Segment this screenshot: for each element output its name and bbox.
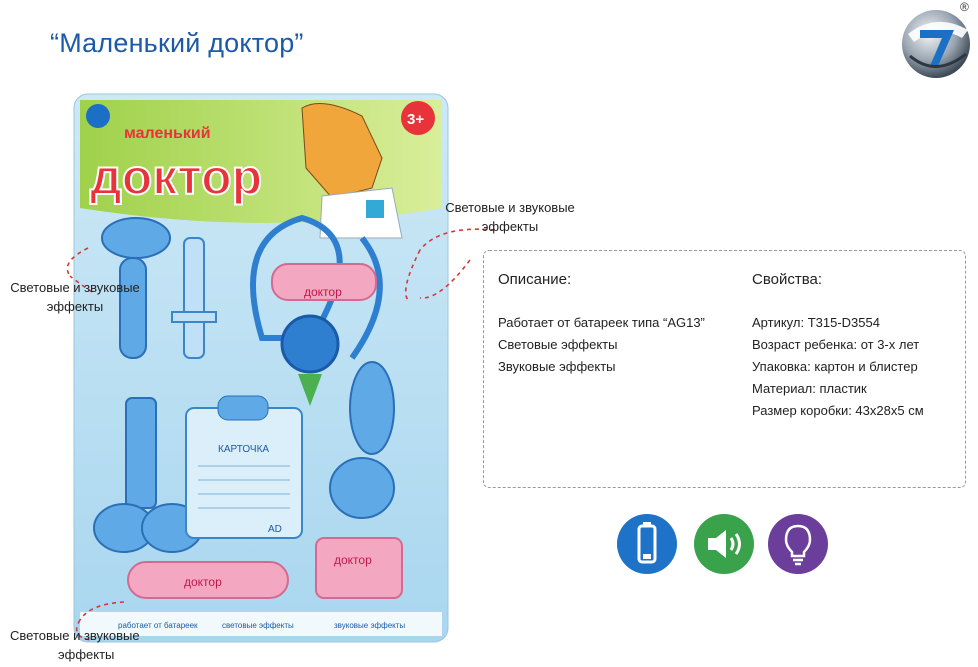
- description-line: Работает от батареек типа “AG13”: [498, 315, 705, 330]
- property-line: Возраст ребенка: от 3-х лет: [752, 337, 920, 352]
- callout-left: Световые и звуковые эффекты: [10, 280, 140, 314]
- property-line: Размер коробки: 43х28х5 см: [752, 403, 924, 418]
- battery-icon: [637, 522, 657, 564]
- logo-small-text: маленький: [124, 125, 211, 142]
- sound-feature: [694, 514, 754, 574]
- lightbulb-icon: [784, 524, 812, 566]
- package-footer-3: звуковые эффекты: [334, 621, 405, 630]
- package-footer-1: работает от батареек: [118, 621, 198, 630]
- callout-bottom-line2: эффекты: [58, 647, 115, 662]
- description-heading: Описание:: [498, 271, 572, 288]
- box-label: доктор: [334, 553, 372, 567]
- age-badge: 3+: [407, 111, 424, 128]
- property-line: Артикул: T315-D3554: [752, 315, 880, 330]
- card-badge: AD: [268, 524, 282, 535]
- callout-bottom-line1: Световые и звуковые: [10, 628, 140, 643]
- registered-mark: ®: [960, 0, 969, 14]
- product-package-image: маленький доктор 3+ доктор КАРТОЧКА AD: [73, 93, 449, 643]
- property-line: Упаковка: картон и блистер: [752, 359, 918, 374]
- info-panel: Описание: Работает от батареек типа “AG1…: [483, 250, 966, 488]
- property-line: Материал: пластик: [752, 381, 867, 396]
- stethoscope-label: доктор: [304, 285, 342, 299]
- speaker-icon: [708, 530, 741, 558]
- description-line: Звуковые эффекты: [498, 359, 616, 374]
- page-title: “Маленький доктор”: [50, 28, 304, 58]
- callout-bottom: Световые и звуковые эффекты: [10, 626, 170, 664]
- package-footer-2: световые эффекты: [222, 621, 294, 630]
- description-section: Описание: Работает от батареек типа “AG1…: [498, 271, 705, 378]
- light-feature: [768, 514, 828, 574]
- callout-right: Световые и звуковые эффекты: [445, 200, 575, 234]
- properties-section: Свойства: Артикул: T315-D3554 Возраст ре…: [752, 271, 924, 422]
- properties-heading: Свойства:: [752, 271, 823, 288]
- card-title: КАРТОЧКА: [218, 444, 269, 455]
- brand-logo: [902, 10, 970, 78]
- description-line: Световые эффекты: [498, 337, 618, 352]
- flashlight-label: доктор: [184, 575, 222, 589]
- logo-big-text: доктор: [90, 149, 262, 205]
- battery-feature: [617, 514, 677, 574]
